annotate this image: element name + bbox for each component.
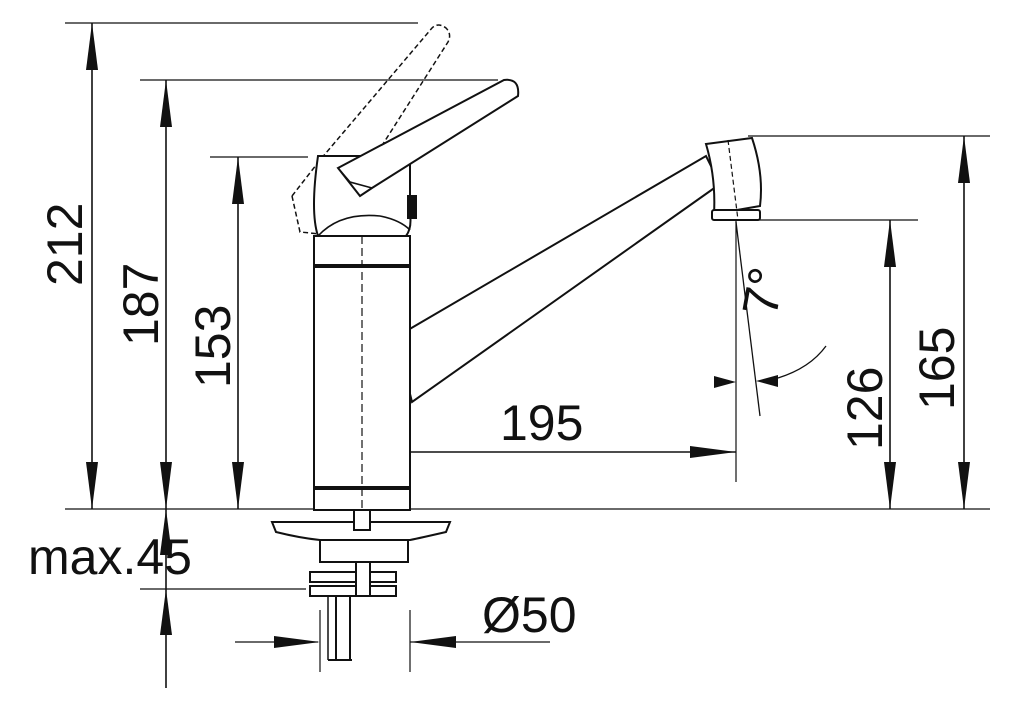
arrowhead [690,446,736,458]
dim-label-195: 195 [500,395,583,451]
arrowhead [884,462,896,509]
dim-label-max45: max.45 [28,529,192,585]
mounting-nut [354,510,370,530]
dim-label-165: 165 [909,327,965,410]
dim-label-126: 126 [837,367,893,450]
arrowhead [958,136,970,183]
arrowhead [958,462,970,509]
arrowhead [86,23,98,70]
arrowhead [232,157,244,204]
faucet-drawing [272,25,761,660]
arrowhead [160,462,172,509]
arrowhead [884,220,896,267]
arrowhead [756,375,778,387]
mounting-bracket [310,572,396,582]
arrowhead [232,462,244,509]
handle [338,80,518,196]
dim-label-153: 153 [185,305,241,388]
dim-label-212: 212 [37,203,93,286]
dim-label-187: 187 [113,263,169,346]
spout [406,156,720,402]
arrowhead [274,636,320,648]
arrowhead [410,636,456,648]
dim-label-diameter: Ø50 [482,587,577,643]
extension-lines [65,23,990,672]
spout-head [706,138,761,214]
aerator [712,210,760,220]
arrowhead [160,589,172,635]
angle-indicator [736,222,826,416]
mounting-block [320,540,408,562]
mounting-bracket-lower [310,586,396,596]
arrowhead [160,80,172,127]
arrowhead [86,462,98,509]
dim-label-angle: 7° [732,263,795,320]
arrowhead [160,509,172,555]
arrowhead [714,376,736,388]
